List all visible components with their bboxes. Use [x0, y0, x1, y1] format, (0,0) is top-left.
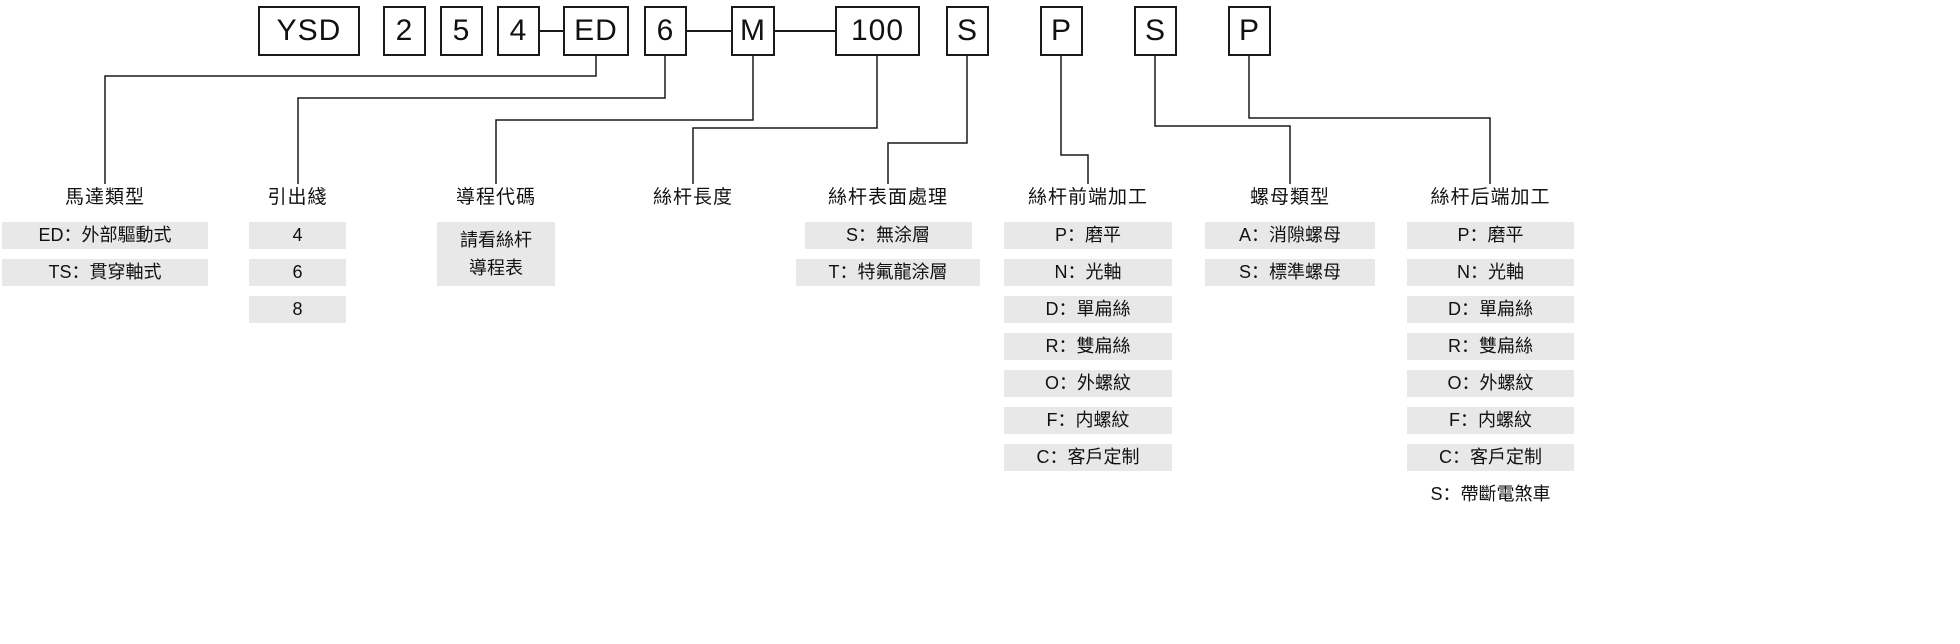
column-surface-treatment: 絲杆表面處理 S：無涂層 T：特氟龍涂層 [796, 185, 980, 296]
column-motor-type: 馬達類型 ED：外部驅動式 TS：貫穿軸式 [2, 185, 208, 296]
column-title: 螺母類型 [1249, 187, 1330, 208]
column-nut-type: 螺母類型 A：消隙螺母 S：標準螺母 [1205, 185, 1375, 296]
legend-item: 4 [249, 222, 346, 249]
legend-item: C：客戶定制 [1407, 444, 1574, 471]
legend-item: S：帶斷電煞車 [1430, 484, 1551, 504]
legend-item: T：特氟龍涂層 [796, 259, 980, 286]
column-lead-code: 導程代碼 請看絲杆 導程表 [437, 185, 555, 296]
connector-screw-length [692, 56, 878, 184]
column-front-end: 絲杆前端加工 P：磨平 N：光軸 D：單扁絲 R：雙扁絲 O：外螺紋 F：内螺紋… [1004, 185, 1172, 481]
column-title: 絲杆長度 [652, 187, 733, 208]
legend-item: S：標準螺母 [1205, 259, 1375, 286]
code-box-digit-1: 2 [383, 6, 426, 56]
legend-item: N：光軸 [1407, 259, 1574, 286]
legend-item: O：外螺紋 [1004, 370, 1172, 397]
legend-item: S：無涂層 [804, 222, 972, 249]
legend-item: F：内螺紋 [1407, 407, 1574, 434]
legend-item: ED：外部驅動式 [2, 222, 208, 249]
code-box-rear-end: P [1228, 6, 1271, 56]
connector-rear-end [1248, 56, 1491, 184]
column-lead-wires: 引出綫 4 6 8 [249, 185, 346, 333]
connector-motor-type [104, 56, 597, 184]
column-screw-length: 絲杆長度 [633, 185, 753, 222]
legend-note-line: 導程表 [469, 258, 523, 278]
column-title: 絲杆后端加工 [1430, 187, 1551, 208]
dash-separator [540, 30, 563, 32]
legend-item: 8 [249, 296, 346, 323]
legend-item: N：光軸 [1004, 259, 1172, 286]
legend-item: C：客戶定制 [1004, 444, 1172, 471]
legend-item: R：雙扁絲 [1004, 333, 1172, 360]
legend-item: D：單扁絲 [1407, 296, 1574, 323]
connector-lead-code [495, 56, 754, 184]
code-box-lead-code: M [731, 6, 775, 56]
legend-item: O：外螺紋 [1407, 370, 1574, 397]
legend-item: 6 [249, 259, 346, 286]
legend-item: R：雙扁絲 [1407, 333, 1574, 360]
column-title: 絲杆前端加工 [1027, 187, 1148, 208]
column-title: 引出綫 [267, 187, 328, 208]
code-box-digit-2: 5 [440, 6, 483, 56]
connector-lead-wires [297, 56, 666, 184]
code-box-screw-length: 100 [835, 6, 920, 56]
column-title: 馬達類型 [64, 187, 145, 208]
column-title: 導程代碼 [455, 187, 536, 208]
legend-item: A：消隙螺母 [1205, 222, 1375, 249]
code-box-surface-treatment: S [946, 6, 989, 56]
legend-note-line: 請看絲杆 [460, 230, 532, 250]
column-rear-end: 絲杆后端加工 P：磨平 N：光軸 D：單扁絲 R：雙扁絲 O：外螺紋 F：内螺紋… [1407, 185, 1574, 518]
legend-note: 請看絲杆 導程表 [437, 222, 555, 286]
code-box-lead-wires: 6 [644, 6, 687, 56]
dash-separator [687, 30, 731, 32]
column-title: 絲杆表面處理 [827, 187, 948, 208]
legend-item: F：内螺紋 [1004, 407, 1172, 434]
code-box-series: YSD [258, 6, 360, 56]
connector-nut-type [1154, 56, 1291, 184]
legend-item: P：磨平 [1004, 222, 1172, 249]
code-box-front-end: P [1040, 6, 1083, 56]
connector-front-end [1060, 56, 1089, 184]
connector-surface-treatment [887, 56, 968, 184]
legend-item: P：磨平 [1407, 222, 1574, 249]
code-box-nut-type: S [1134, 6, 1177, 56]
code-box-motor-type: ED [563, 6, 629, 56]
legend-item: TS：貫穿軸式 [2, 259, 208, 286]
legend-item: D：單扁絲 [1004, 296, 1172, 323]
code-box-digit-3: 4 [497, 6, 540, 56]
dash-separator [775, 30, 835, 32]
